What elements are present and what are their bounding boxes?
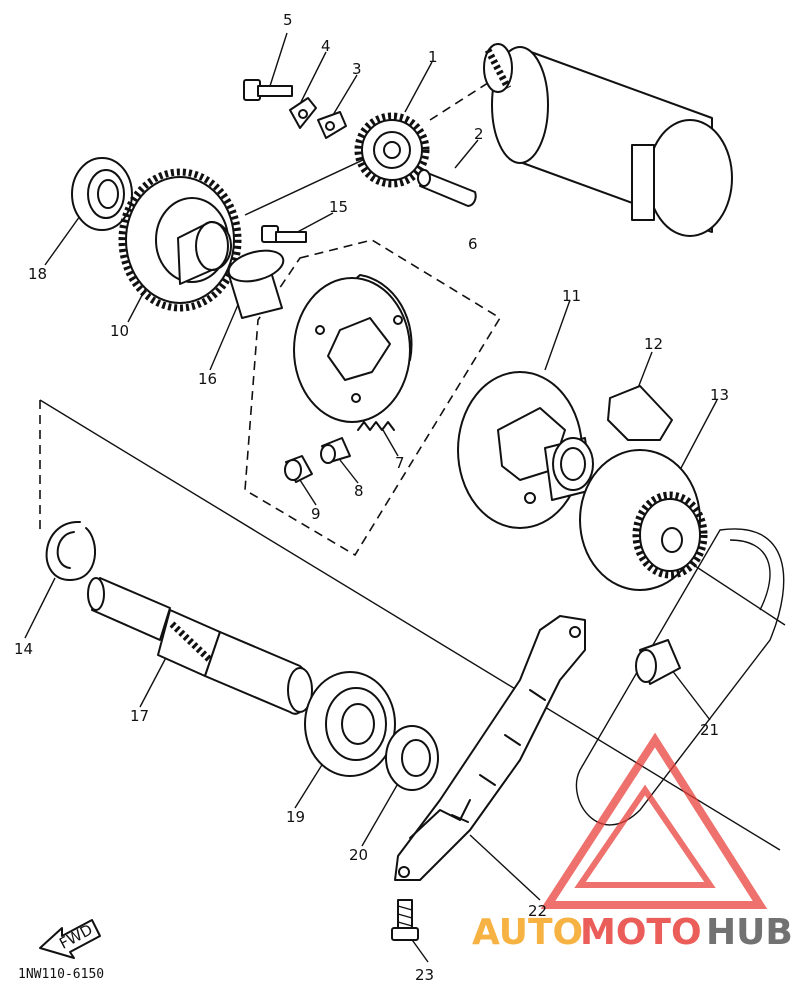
part-label-8: 8 [354,482,364,500]
part-label-13: 13 [710,386,729,404]
bearing-19 [304,671,396,777]
drawing-code: 1NW110-6150 [18,967,104,982]
part-label-12: 12 [644,335,663,353]
part-label-15: 15 [329,198,348,216]
part-number-labels: 1 2 3 4 5 6 7 8 9 10 11 12 13 14 15 16 1… [14,11,729,984]
bushing [227,249,285,319]
clutch-housing [293,274,413,423]
bracket [394,615,586,881]
fwd-arrow-icon: FWD [39,919,101,959]
part-label-11: 11 [562,287,581,305]
part-label-2: 2 [474,125,484,143]
watermark-logo-icon [540,732,768,909]
part-label-18: 18 [28,265,47,283]
clutch-hub [457,371,594,529]
part-label-22: 22 [528,902,547,920]
part-label-7: 7 [395,454,405,472]
part-label-21: 21 [700,721,719,739]
gear-shaft [417,169,477,207]
part-label-23: 23 [415,966,434,984]
part-label-3: 3 [352,60,362,78]
bolt-and-plates [243,79,347,139]
part-label-6: 6 [468,235,478,253]
part-label-9: 9 [311,505,321,523]
watermark-word-moto: MOTO [580,912,702,953]
bolt-23 [391,899,419,941]
circlip [45,520,97,581]
part-label-1: 1 [428,48,438,66]
clutch-gear [579,449,708,591]
part-label-10: 10 [110,322,129,340]
clutch-group-outline [244,239,502,557]
part-label-17: 17 [130,707,149,725]
watermark-text: AUTO MOTO HUB [472,912,793,953]
watermark-word-hub: HUB [706,912,793,953]
starter-shaft [87,577,313,715]
part-label-19: 19 [286,808,305,826]
cover-outline [575,528,785,826]
part-label-4: 4 [321,37,331,55]
starter-motor [483,43,733,237]
part-label-14: 14 [14,640,33,658]
weight-12 [607,385,673,441]
bearing-18 [71,157,133,231]
large-gear [118,168,242,312]
watermark-word-auto: AUTO [472,912,583,953]
oil-seal [385,725,439,791]
part-label-5: 5 [283,11,293,29]
spring-plunger-roller [284,421,395,483]
part-label-16: 16 [198,370,217,388]
idle-gear-small [354,112,430,188]
pin-21 [635,639,681,685]
bolt-15 [261,225,307,243]
part-label-20: 20 [349,846,368,864]
